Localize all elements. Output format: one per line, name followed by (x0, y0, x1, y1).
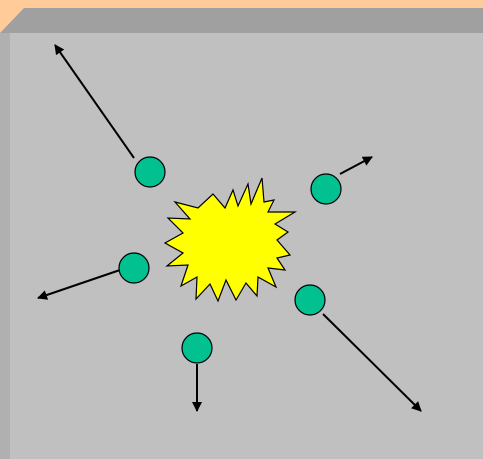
explosion-burst-icon (163, 177, 298, 303)
particle-lower-right (294, 284, 326, 316)
particle-left (118, 252, 150, 284)
particle-arrow-lower-right (322, 313, 422, 412)
container-box-side (0, 33, 12, 459)
particle-arrow-upper-right (339, 156, 373, 175)
particle-arrow-left (37, 269, 121, 300)
particle-upper-left (134, 156, 166, 188)
particle-upper-right (310, 173, 342, 205)
particle-bottom (181, 332, 213, 364)
particle-arrow-upper-left (54, 44, 135, 159)
container-box-top (0, 8, 483, 33)
